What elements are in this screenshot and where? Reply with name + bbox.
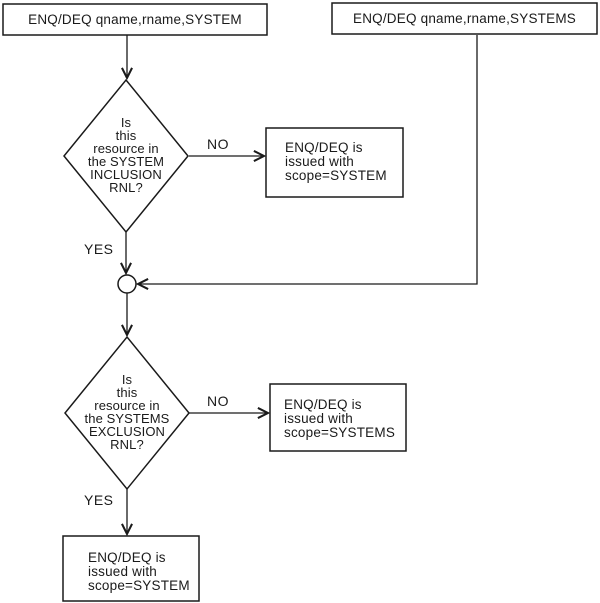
- exclusion-no-label: NO: [207, 393, 229, 409]
- entry-system-label: ENQ/DEQ qname,rname,SYSTEM: [28, 12, 242, 27]
- entry-system-box-shape: [2, 3, 268, 36]
- scope-system-top-text: ENQ/DEQ is issued with scope=SYSTEM: [285, 140, 387, 183]
- scope-system-bottom-box-shape: [62, 535, 200, 602]
- exclusion-yes-label: YES: [84, 492, 114, 508]
- scope-system-top-box-shape: [265, 127, 404, 198]
- scope-system-bottom-text: ENQ/DEQ is issued with scope=SYSTEM: [88, 550, 190, 593]
- scope-systems-text: ENQ/DEQ is issued with scope=SYSTEMS: [284, 397, 396, 440]
- edge-entry-systems-to-junction: [138, 35, 478, 284]
- exclusion-decision-diamond-shape: [64, 335, 190, 491]
- entry-systems-box-shape: [331, 2, 598, 35]
- inclusion-decision-text: Is this resource in the SYSTEM INCLUSION…: [87, 115, 165, 195]
- inclusion-decision-diamond-shape: [63, 78, 189, 234]
- inclusion-no-label: NO: [207, 136, 229, 152]
- junction-connector-circle: [117, 274, 137, 294]
- exclusion-decision-text: Is this resource in the SYSTEMS EXCLUSIO…: [84, 372, 170, 452]
- scope-systems-box-shape: [269, 383, 407, 452]
- inclusion-yes-label: YES: [84, 241, 114, 257]
- entry-systems-label: ENQ/DEQ qname,rname,SYSTEMS: [353, 11, 576, 26]
